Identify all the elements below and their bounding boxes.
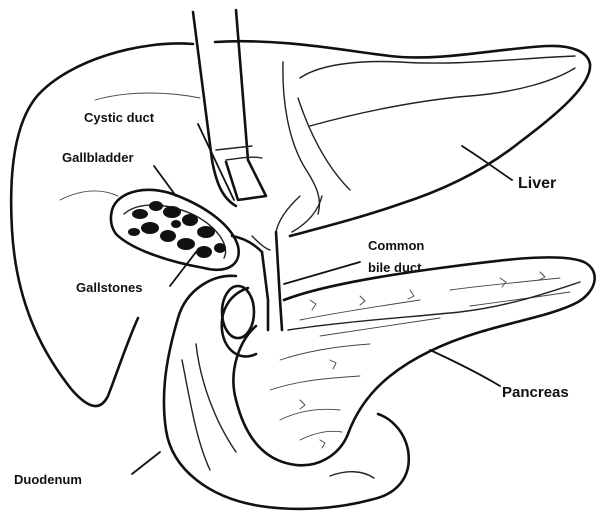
label-gallbladder: Gallbladder [62,150,134,165]
label-common-bile-duct-1: Common [368,238,424,253]
pancreas-illustration [233,257,594,465]
label-pancreas: Pancreas [502,384,569,401]
duodenum-leader [132,452,160,474]
gallstones-leader [170,252,196,286]
gallbladder-illustration [111,190,262,270]
cystic-duct-leader [198,124,234,200]
pancreas-leader [430,350,500,386]
label-duodenum: Duodenum [14,472,82,487]
vessels-illustration [193,10,322,232]
label-liver: Liver [518,175,556,192]
label-common-bile-duct-2: bile duct [368,260,422,275]
label-cystic-duct: Cystic duct [84,110,155,125]
label-gallstones: Gallstones [76,280,142,295]
liver-illustration [11,41,590,406]
leader-lines [132,124,512,474]
common-bile-duct-leader [284,262,360,284]
